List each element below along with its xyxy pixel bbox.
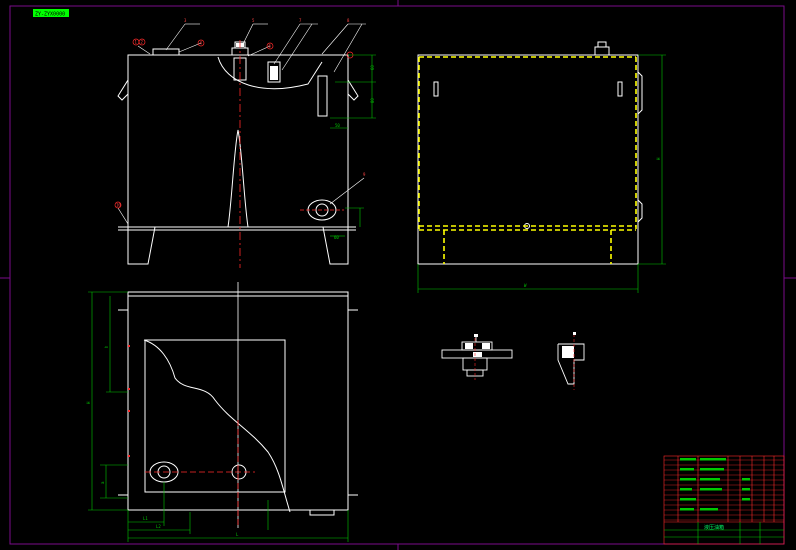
title-block-cell-mark	[742, 488, 750, 491]
dim-front-bottom: 60	[334, 235, 339, 240]
dim-plan-height: H	[86, 401, 91, 404]
title-block-cell-mark	[700, 508, 718, 511]
dim-plan-base-left: L1	[143, 516, 148, 521]
callout-7: 7	[299, 18, 302, 23]
callout-1: 1	[135, 40, 138, 45]
dim-side-width: W	[524, 283, 527, 288]
title-block-cell-mark	[680, 458, 696, 461]
callout-5: 5	[252, 18, 255, 23]
dim-plan-inner: h	[104, 345, 109, 348]
callout-4: 4	[200, 41, 203, 46]
dim-front-upper-right: 60	[370, 65, 375, 70]
dim-plan-base-mid: L2	[156, 524, 161, 529]
plan-view: H h a L1 L2 L	[86, 282, 358, 542]
callout-10: 10	[116, 203, 121, 208]
title-block-cell-mark	[700, 458, 726, 461]
callout-8: 8	[347, 18, 350, 23]
dim-plan-small: a	[100, 481, 105, 484]
title-block: 液压油箱	[663, 455, 785, 545]
title-block-cell-mark	[742, 478, 750, 481]
title-block-cell-mark	[700, 478, 720, 481]
title-block-cell-mark	[742, 498, 750, 501]
title-block-cell-mark	[680, 478, 696, 481]
callout-6: 6	[269, 44, 272, 49]
callout-9: 9	[363, 172, 366, 177]
title-block-name: 液压油箱	[704, 524, 724, 531]
dim-front-right-mid: 80	[370, 98, 375, 103]
title-block-cell-mark	[680, 508, 694, 511]
callout-3: 3	[184, 18, 187, 23]
title-block-cell-mark	[700, 488, 722, 491]
detail-section-b	[557, 332, 585, 390]
front-view: 1 2 3 4 5 6 7 8 9 10 60 80 50 60	[114, 18, 376, 268]
dim-front-right-small: 50	[335, 123, 340, 128]
drawing-tag-label: ZY-ZYX0000	[35, 12, 65, 18]
callout-2: 2	[141, 40, 144, 45]
dim-plan-base-total: L	[236, 532, 239, 537]
drawing-tag: ZY-ZYX0000	[33, 9, 69, 18]
dim-side-height: H	[656, 157, 661, 160]
title-block-cell-mark	[680, 488, 692, 491]
detail-section-a	[441, 334, 513, 380]
side-view: H W	[417, 41, 666, 293]
title-block-cell-mark	[700, 468, 724, 471]
title-block-cell-mark	[680, 498, 696, 501]
title-block-cell-mark	[680, 468, 694, 471]
